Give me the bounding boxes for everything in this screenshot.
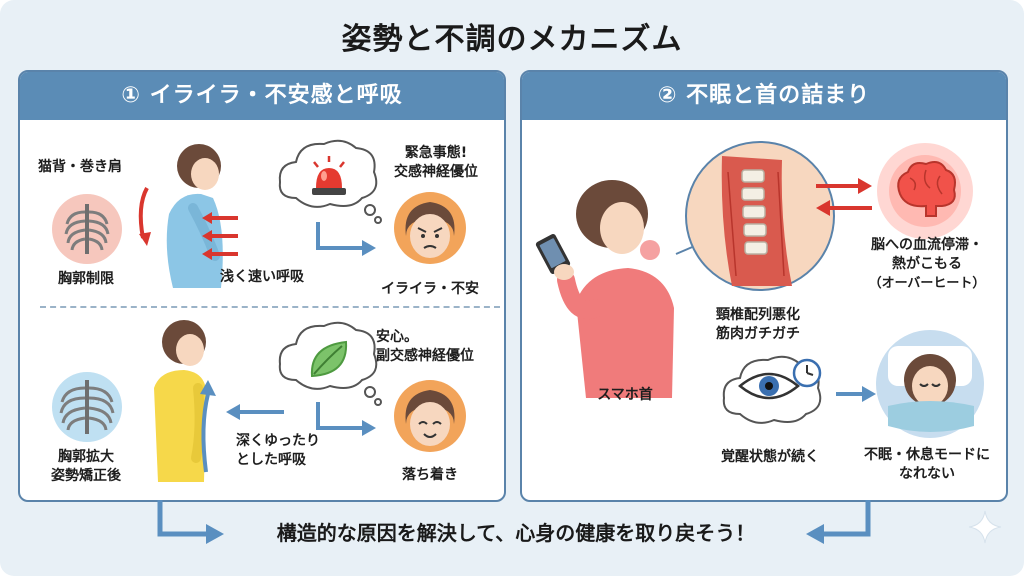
- panel1-header: ① イライラ・不安感と呼吸: [20, 72, 504, 120]
- panel-insomnia-neck: ② 不眠と首の詰まり スマホ首 頸椎配列悪化 筋肉ガチガチ: [520, 70, 1008, 502]
- blood-flow-arrows: [816, 178, 872, 216]
- to-sleepless-arrow: [836, 386, 876, 402]
- upright-person-illustration: [154, 320, 206, 482]
- heat-buildup-label: 熱がこもる: [892, 256, 962, 272]
- blood-flow-stagnation-label: 脳への血流停滞・: [871, 237, 983, 253]
- upward-breath-arrow: [200, 380, 216, 473]
- insomnia-label: 不眠・休息モードに: [864, 447, 990, 463]
- muscle-stiffness-label: 筋肉ガチガチ: [716, 326, 800, 342]
- calm-thought-text: 安心。 副交感神経優位: [376, 328, 474, 366]
- irritation-label: イライラ・不安: [381, 281, 479, 297]
- rib-cage-icon: [52, 194, 122, 264]
- stress-thought-text: 緊急事態! 交感神経優位: [378, 144, 494, 182]
- deep-breath-line1: 深くゆったり: [236, 433, 320, 449]
- rib-restriction-label: 胸郭制限: [58, 271, 114, 287]
- smartphone-icon: [535, 234, 571, 274]
- siren-icon: [312, 156, 346, 195]
- footer-message: 構造的な原因を解決して、心身の健康を取り戻そう！: [276, 521, 756, 545]
- to-angry-face-arrow: [316, 222, 376, 256]
- shallow-breath-arrows: [202, 212, 238, 260]
- calm-label: 落ち着き: [402, 467, 458, 483]
- rib-expansion-text: 胸郭拡大 姿勢矯正後: [34, 448, 138, 486]
- sparkle-icon: [968, 510, 1002, 544]
- sleepless-person-illustration: [876, 330, 984, 438]
- deep-breath-line2: とした呼吸: [236, 452, 306, 468]
- footer-right-arrow: [806, 500, 871, 544]
- wakefulness-label: 覚醒状態が続く: [721, 449, 819, 465]
- overheat-label: （オーバーヒート）: [868, 276, 986, 291]
- rib-expansion-label: 胸郭拡大: [58, 449, 114, 465]
- expanded-rib-cage-icon: [52, 372, 122, 442]
- panel-anxiety-breathing: ① イライラ・不安感と呼吸 猫背・巻き肩 胸郭制限 浅く速い呼吸: [18, 70, 506, 502]
- panel2-header: ② 不眠と首の詰まり: [522, 72, 1006, 120]
- page-title: 姿勢と不調のメカニズム: [341, 22, 683, 57]
- emergency-text: 緊急事態!: [404, 145, 468, 161]
- deep-breath-text: 深くゆったり とした呼吸: [236, 432, 320, 470]
- brain-effect-text: 脳への血流停滞・ 熱がこもる （オーバーヒート）: [854, 236, 1000, 293]
- posture-corrected-label: 姿勢矯正後: [51, 468, 121, 484]
- to-calm-face-arrow: [316, 402, 376, 436]
- neck-problem-text: 頸椎配列悪化 筋肉ガチガチ: [698, 306, 818, 344]
- relief-text: 安心。: [376, 329, 418, 345]
- eye-icon: [738, 372, 800, 400]
- sympathetic-text: 交感神経優位: [394, 164, 478, 180]
- section-divider: [40, 306, 500, 308]
- cannot-rest-label: なれない: [899, 466, 955, 482]
- cervical-alignment-label: 頸椎配列悪化: [716, 307, 800, 323]
- clock-icon: [792, 358, 822, 388]
- footer-left-arrow: [157, 500, 224, 544]
- posture-label: 猫背・巻き肩: [38, 159, 122, 175]
- neck-spine-closeup: [675, 141, 835, 291]
- brain-icon: [877, 143, 973, 239]
- sleepless-text: 不眠・休息モードに なれない: [852, 446, 1002, 484]
- calm-face-illustration: [394, 380, 466, 452]
- leaf-icon: [310, 340, 348, 378]
- phone-user-illustration: [535, 180, 674, 398]
- angry-face-illustration: [394, 192, 466, 264]
- phone-neck-label: スマホ首: [597, 387, 653, 403]
- shallow-breath-label: 浅く速い呼吸: [220, 269, 304, 285]
- parasympathetic-text: 副交感神経優位: [376, 348, 474, 364]
- deep-breath-arrow: [226, 404, 284, 420]
